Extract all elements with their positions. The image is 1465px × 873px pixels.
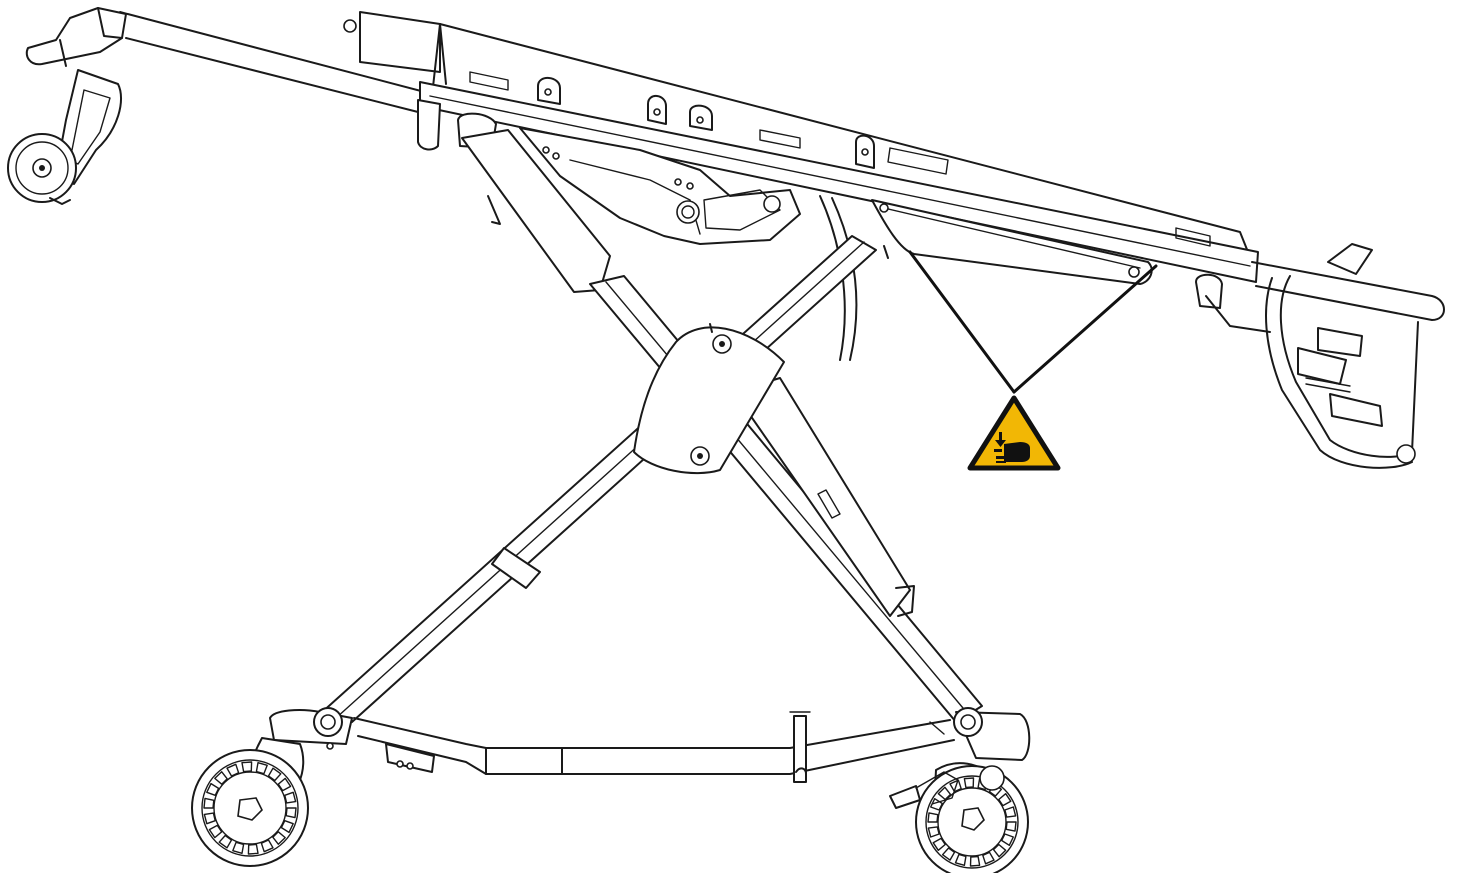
- tread-segment: [982, 851, 995, 865]
- side-rail-panel: [871, 199, 1153, 285]
- tread-segment: [1001, 833, 1014, 846]
- tread-segment: [214, 771, 228, 785]
- tread-segment: [284, 791, 297, 804]
- lift-mechanism: [457, 112, 858, 361]
- tread-segment: [930, 798, 943, 811]
- tread-segment: [280, 820, 294, 834]
- hand-crush-warning-icon: [967, 395, 1061, 471]
- tread-segment: [255, 762, 268, 775]
- tread-segment: [998, 793, 1012, 807]
- tread-segment: [992, 843, 1007, 858]
- tread-segment: [1005, 821, 1017, 832]
- front-caster-wheel: [889, 762, 1029, 873]
- tread-segment: [932, 837, 946, 851]
- tread-segment: [226, 763, 240, 777]
- head-caster-wheel: [7, 133, 77, 205]
- tread-segment: [954, 853, 967, 866]
- tread-segment: [267, 767, 282, 782]
- tread-segment: [927, 826, 940, 838]
- base-frame: [269, 709, 1031, 783]
- tread-segment: [272, 831, 286, 845]
- tread-segment: [206, 782, 220, 796]
- foot-end-handle: [1195, 243, 1445, 469]
- leg-pivot-hubs: [313, 707, 983, 750]
- tread-segment: [963, 777, 975, 789]
- tread-segment: [208, 824, 223, 839]
- rear-caster-wheel: [191, 737, 309, 867]
- tread-segment: [260, 839, 274, 853]
- tread-segment: [218, 834, 233, 849]
- tread-segment: [247, 843, 259, 855]
- tread-segment: [203, 797, 215, 809]
- tread-segment: [232, 841, 245, 854]
- tread-segment: [927, 812, 939, 823]
- tread-segment: [1004, 806, 1017, 818]
- tread-segment: [941, 847, 956, 861]
- x-frame-legs: [319, 235, 983, 723]
- tread-segment: [241, 761, 253, 773]
- tread-segment: [937, 786, 952, 801]
- tread-segment: [277, 777, 292, 792]
- tread-segment: [969, 855, 981, 867]
- head-leg-upper: [461, 129, 611, 293]
- tread-segment: [203, 812, 216, 825]
- warning-leader-lines: [908, 250, 1158, 394]
- tread-segment: [285, 807, 297, 819]
